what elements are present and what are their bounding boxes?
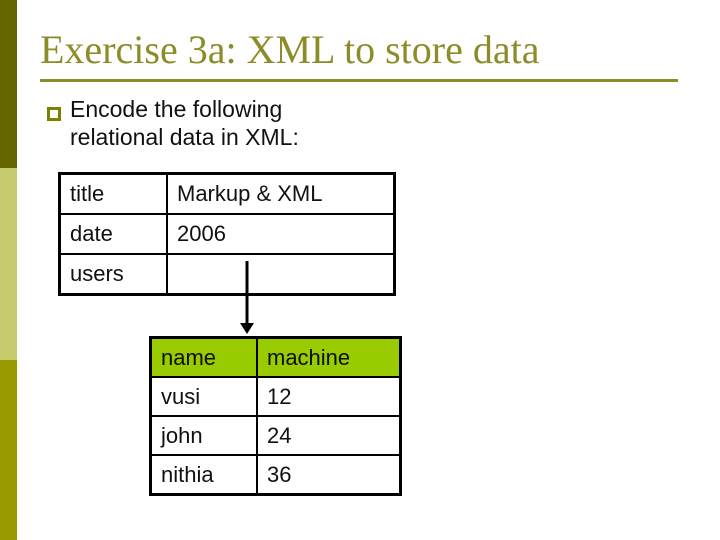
table-header-row: name machine	[149, 336, 402, 378]
bullet-text-line2: relational data in XML:	[70, 124, 299, 150]
record-field: users	[58, 253, 168, 296]
table-row: john 24	[149, 415, 402, 456]
square-bullet-icon	[47, 107, 61, 121]
table-row: users	[58, 253, 396, 296]
users-header-name: name	[149, 336, 258, 378]
sidebar-bar-bottom	[0, 360, 17, 540]
down-arrow-icon	[240, 261, 254, 334]
table-row: nithia 36	[149, 454, 402, 496]
table-row: vusi 12	[149, 376, 402, 417]
user-machine: 36	[256, 454, 402, 496]
users-table: name machine vusi 12 john 24 nithia 36	[149, 336, 402, 496]
record-value: Markup & XML	[166, 172, 396, 215]
bullet-text: Encode the following relational data in …	[70, 95, 299, 151]
record-value	[166, 253, 396, 296]
user-name: john	[149, 415, 258, 456]
users-header-machine: machine	[256, 336, 402, 378]
record-value: 2006	[166, 213, 396, 255]
table-row: date 2006	[58, 213, 396, 255]
user-machine: 12	[256, 376, 402, 417]
user-name: nithia	[149, 454, 258, 496]
sidebar-bar-middle	[0, 168, 17, 360]
record-field: date	[58, 213, 168, 255]
user-name: vusi	[149, 376, 258, 417]
sidebar-bar-top	[0, 0, 17, 168]
record-field: title	[58, 172, 168, 215]
record-table: title Markup & XML date 2006 users	[58, 172, 396, 296]
bullet-text-line1: Encode the following	[70, 96, 283, 122]
table-row: title Markup & XML	[58, 172, 396, 215]
user-machine: 24	[256, 415, 402, 456]
slide-title: Exercise 3a: XML to store data	[40, 27, 540, 72]
title-underline	[40, 79, 678, 82]
